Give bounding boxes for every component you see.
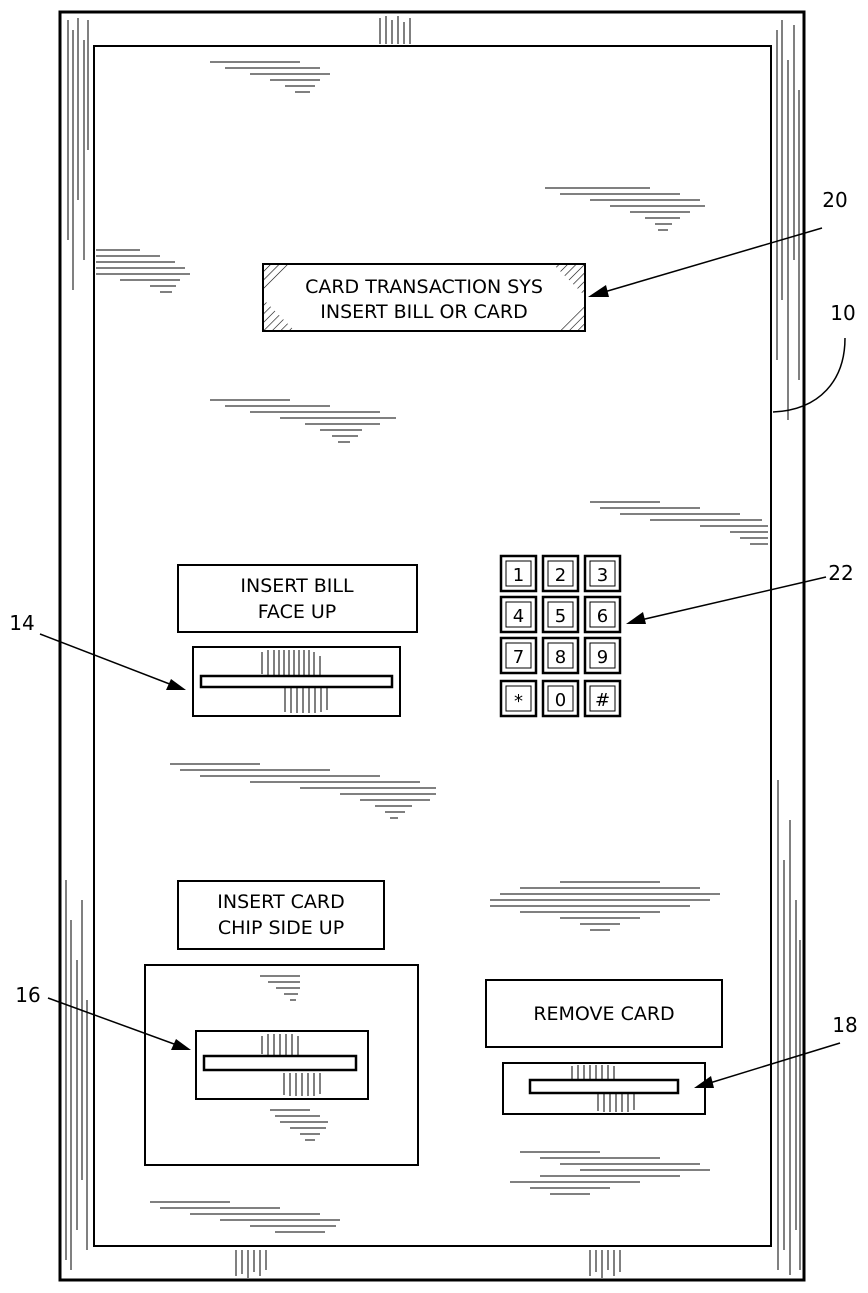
key-0-label: 0 — [555, 690, 566, 711]
insert-bill-line-2: FACE UP — [258, 601, 337, 623]
ref-numeral-20: 20 — [822, 188, 847, 212]
display-panel: CARD TRANSACTION SYS INSERT BILL OR CARD — [263, 264, 585, 331]
card-insert-slot[interactable] — [196, 1031, 368, 1099]
display-line-1: CARD TRANSACTION SYS — [305, 276, 543, 298]
key-8-label: 8 — [555, 647, 566, 668]
ref-numeral-10: 10 — [830, 301, 855, 325]
key-2-label: 2 — [555, 565, 566, 586]
key-4[interactable]: 4 — [501, 597, 536, 632]
card-return-slot[interactable] — [503, 1063, 705, 1114]
key-1[interactable]: 1 — [501, 556, 536, 591]
key-3[interactable]: 3 — [585, 556, 620, 591]
key-hash-label: # — [595, 690, 610, 711]
key-2[interactable]: 2 — [543, 556, 578, 591]
key-star-label: * — [514, 691, 523, 712]
key-5-label: 5 — [555, 606, 566, 627]
remove-card-label: REMOVE CARD — [486, 980, 722, 1047]
key-5[interactable]: 5 — [543, 597, 578, 632]
keypad: 1 2 3 4 5 6 7 — [501, 556, 620, 716]
remove-card-text: REMOVE CARD — [533, 1003, 674, 1025]
key-hash[interactable]: # — [585, 681, 620, 716]
ref-numeral-16: 16 — [15, 983, 40, 1007]
key-8[interactable]: 8 — [543, 638, 578, 673]
insert-card-line-2: CHIP SIDE UP — [218, 917, 344, 939]
ref-numeral-18: 18 — [832, 1013, 857, 1037]
key-4-label: 4 — [513, 606, 524, 627]
insert-card-label: INSERT CARD CHIP SIDE UP — [178, 881, 384, 949]
display-line-2: INSERT BILL OR CARD — [320, 301, 528, 323]
key-1-label: 1 — [513, 565, 524, 586]
key-6-label: 6 — [597, 606, 608, 627]
ref-numeral-22: 22 — [828, 561, 853, 585]
bill-acceptor-slot[interactable] — [193, 647, 400, 716]
key-7-label: 7 — [513, 647, 524, 668]
key-3-label: 3 — [597, 565, 608, 586]
leader-lines — [40, 228, 845, 1086]
insert-card-line-1: INSERT CARD — [217, 891, 344, 913]
key-0[interactable]: 0 — [543, 681, 578, 716]
key-star[interactable]: * — [501, 681, 536, 716]
insert-bill-label: INSERT BILL FACE UP — [178, 565, 417, 632]
ref-numeral-14: 14 — [9, 611, 34, 635]
key-9[interactable]: 9 — [585, 638, 620, 673]
key-7[interactable]: 7 — [501, 638, 536, 673]
key-6[interactable]: 6 — [585, 597, 620, 632]
key-9-label: 9 — [597, 647, 608, 668]
insert-bill-line-1: INSERT BILL — [240, 575, 354, 597]
